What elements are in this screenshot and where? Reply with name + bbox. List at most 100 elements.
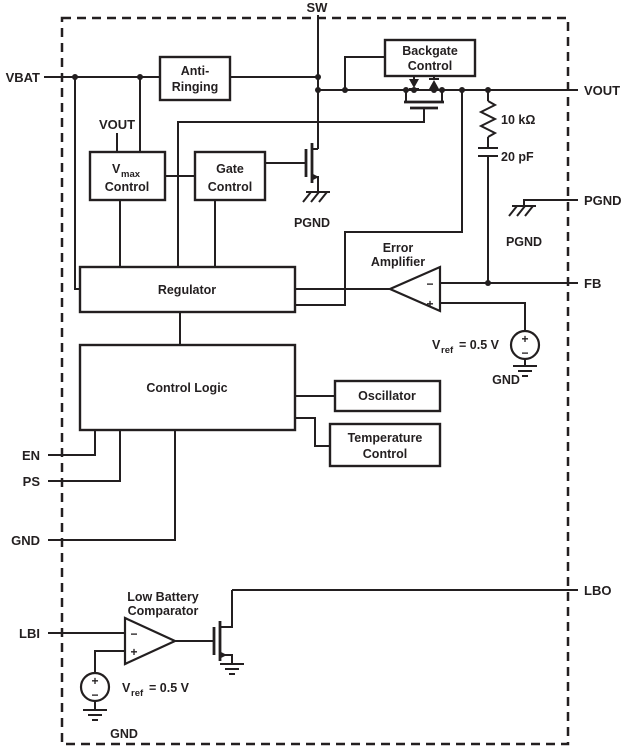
vref-label-subscript: ref [441,345,454,356]
wire-vout-sense [295,90,463,306]
pin-labels: SW VBAT VOUT PGND FB LBO EN PS GND LBI [6,0,622,641]
wire-vref-plus [440,302,526,331]
junction-dot [315,87,321,93]
main-nfet [304,143,319,192]
gnd-label: GND [110,727,138,741]
pin-label-vbat: VBAT [6,70,40,85]
block-rect [158,55,232,102]
minus-input-marker: − [130,627,137,641]
junction-dot [342,87,348,93]
capacitor-value: 20 pF [501,150,534,164]
error-amplifier-label: Error [383,241,414,255]
wire-logic-temperature [295,417,330,447]
junction-dot [459,87,465,93]
chassis-ground-hatch [508,205,534,217]
block-label: Control [408,59,452,73]
source-minus: − [91,688,98,702]
rectifier-pfet [404,76,444,110]
block-rect [78,265,297,314]
pgnd-ground-right: PGND [506,205,542,249]
wire-vbat-regulator [74,77,80,290]
block-oscillator: Oscillator [333,379,442,413]
block-label: V [112,162,121,176]
pin-label-en: EN [22,448,40,463]
diode-left-icon [409,79,419,88]
low-battery-comparator: Low Battery Comparator − + [123,590,199,666]
junction-dot [431,87,437,93]
vref-value: = 0.5 V [459,338,500,352]
junction-dot [403,87,409,93]
block-rect [333,379,442,413]
wire-gate-drive [177,108,425,267]
source-minus: − [521,346,528,360]
pin-label-gnd: GND [11,533,40,548]
gnd-label: GND [492,373,520,387]
junction-dot [72,74,78,80]
block-rect [88,150,167,202]
resistor-icon [478,100,498,138]
block-rect [193,150,267,202]
mosfet-arrow [313,174,319,180]
vref-label: V [122,681,131,695]
block-rect [383,38,477,78]
vref-source-top: + − V ref = 0.5 V GND [432,329,541,387]
voltage-source-icon [509,329,541,361]
lbo-nfet [212,621,244,675]
feedback-divider: 10 kΩ 20 pF [478,90,535,283]
device-outline [60,16,570,746]
junction-dot [315,74,321,80]
block-control-logic: Control Logic [78,343,297,432]
pgnd-divider-label: PGND [506,235,542,249]
wire-ps [48,430,121,482]
pin-label-sw: SW [307,0,329,15]
block-label: Control [208,180,252,194]
vref-value: = 0.5 V [149,681,190,695]
error-amplifier: Error Amplifier − + [371,241,442,313]
block-label: Control Logic [146,381,227,395]
error-amplifier-label: Amplifier [371,255,425,269]
block-label: Backgate [402,44,458,58]
ground-icon [83,709,107,721]
block-rect [78,343,297,432]
wire-backgate-input [344,56,385,90]
junction-dot [137,74,143,80]
block-vmax-control: V max Control [88,150,167,202]
block-label: Oscillator [358,389,416,403]
vref-label-subscript: ref [131,688,144,699]
block-label: Gate [216,162,244,176]
pin-label-fb: FB [584,276,601,291]
comparator-label: Comparator [128,604,199,618]
minus-input-marker: − [426,277,433,291]
junction-dots [72,74,491,286]
block-regulator: Regulator [78,265,297,314]
wires [44,15,578,710]
mosfet-arrow [221,652,227,658]
source-plus: + [91,674,98,688]
block-temperature-control: Temperature Control [328,422,442,468]
block-backgate-control: Backgate Control [383,38,477,78]
block-label: Anti- [181,64,209,78]
block-anti-ringing: Anti- Ringing [158,55,232,102]
source-plus: + [521,332,528,346]
junction-dot [411,87,417,93]
vref-source-bottom: + − V ref = 0.5 V GND [79,671,190,741]
voltage-source-icon [79,671,111,703]
chassis-ground-hatch [302,191,328,203]
plus-input-marker: + [426,297,433,311]
junction-dot [485,87,491,93]
pgnd-ground-fet: PGND [294,191,330,230]
pgnd-fet-label: PGND [294,216,330,230]
wire-pgnd-right [523,199,578,206]
resistor-value: 10 kΩ [501,113,535,127]
plus-input-marker: + [130,645,137,659]
pin-label-lbi: LBI [19,626,40,641]
block-label-subscript: max [121,169,141,180]
capacitor-icon [478,147,498,157]
vref-label: V [432,338,441,352]
wire-vref-bottom [94,650,125,673]
junction-dot [439,87,445,93]
block-label: Ringing [172,80,219,94]
vout-internal-label: VOUT [99,117,135,132]
